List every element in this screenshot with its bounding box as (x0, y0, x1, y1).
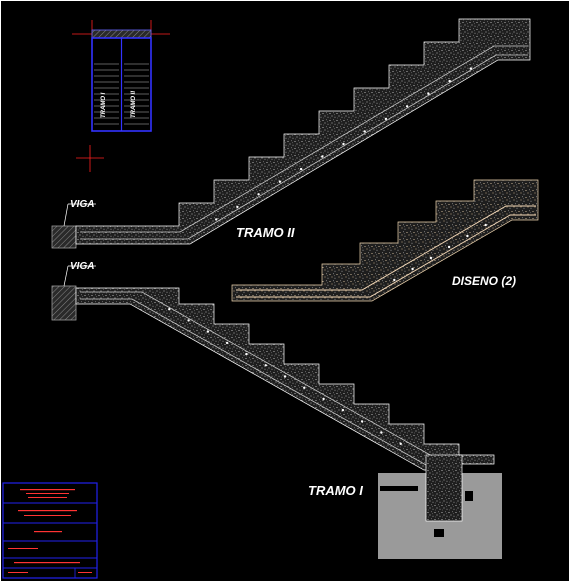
rebar-dot (257, 193, 260, 196)
beam-section-bottom (51, 285, 77, 321)
tramo-i-label: TRAMO I (308, 483, 363, 498)
rebar-dot (187, 319, 190, 322)
rebar-dot (393, 278, 396, 282)
rebar-dot (206, 330, 210, 333)
rebar-dot (380, 431, 383, 434)
rebar-dot (411, 267, 414, 271)
rebar-dot (447, 245, 451, 249)
viga-label-top: VIGA (70, 199, 94, 210)
rebar-dot (360, 420, 364, 423)
rebar-dot (278, 180, 282, 183)
plan-label-tramo-1: TRAMO I (101, 92, 107, 118)
rebar-dot (448, 79, 451, 83)
rebar-dot (466, 234, 469, 238)
rebar-dot (215, 218, 218, 221)
rebar-dot (363, 130, 366, 133)
rebar-dot (168, 308, 171, 311)
rebar-dot (341, 408, 345, 412)
tramo-i-section: VIGA TRAMO I (51, 261, 502, 559)
rebar-dot (484, 223, 487, 227)
rebar-dot (299, 167, 303, 171)
beam-section-top (51, 225, 77, 249)
footing-pedestal (425, 454, 463, 522)
tramo-ii-label: TRAMO II (236, 225, 295, 240)
rebar-dot (236, 205, 239, 209)
diseno-2-label: DISENO (2) (452, 274, 516, 288)
rebar-dot (264, 364, 267, 367)
rebar-dot (384, 117, 388, 121)
rebar-dot (342, 142, 345, 146)
rebar-dot (429, 256, 433, 260)
stair-plan-view: TRAMO I TRAMO II (72, 20, 170, 172)
rebar-dot (427, 92, 430, 95)
rebar-dot (283, 375, 287, 378)
rebar-dot (405, 105, 409, 108)
diseno-2-section: DISENO (2) (231, 179, 539, 302)
title-block (2, 482, 98, 579)
rebar-dot (399, 442, 402, 445)
rebar-dot (303, 386, 306, 389)
viga-label-bottom: VIGA (70, 261, 94, 272)
tramo-ii-section: VIGA TRAMO II (51, 18, 531, 249)
plan-label-tramo-2: TRAMO II (131, 91, 137, 118)
rebar-dot (322, 397, 325, 401)
rebar-dot (225, 341, 229, 345)
rebar-dot (469, 67, 472, 70)
rebar-dot (321, 155, 324, 158)
rebar-dot (245, 352, 248, 356)
